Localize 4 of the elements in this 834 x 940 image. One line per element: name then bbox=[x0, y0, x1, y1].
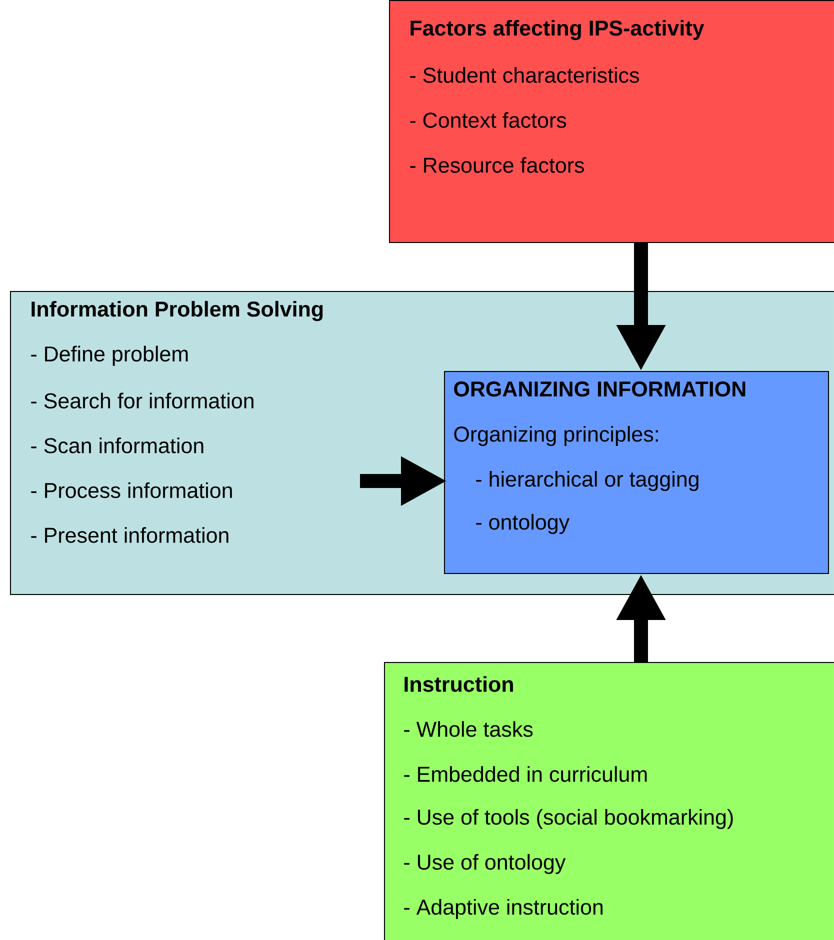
process-box: Information Problem Solving - Define problem - Search for information - Scan information - Process information - Present information ORGANIZING INFORMATION Organizing principles: - hierarchical or tagging - ontology bbox=[10, 291, 834, 595]
instruction-box: Instruction - Whole tasks - Embedded in curriculum - Use of tools (social bookmarking) - Use of ontology - Adaptive instruction bbox=[384, 662, 834, 940]
concept-box: ORGANIZING INFORMATION Organizing principles: - hierarchical or tagging - ontology bbox=[444, 371, 829, 574]
factor-box: Factors affecting IPS-activity - Student characteristics - Context factors - Resource factors bbox=[389, 0, 834, 243]
